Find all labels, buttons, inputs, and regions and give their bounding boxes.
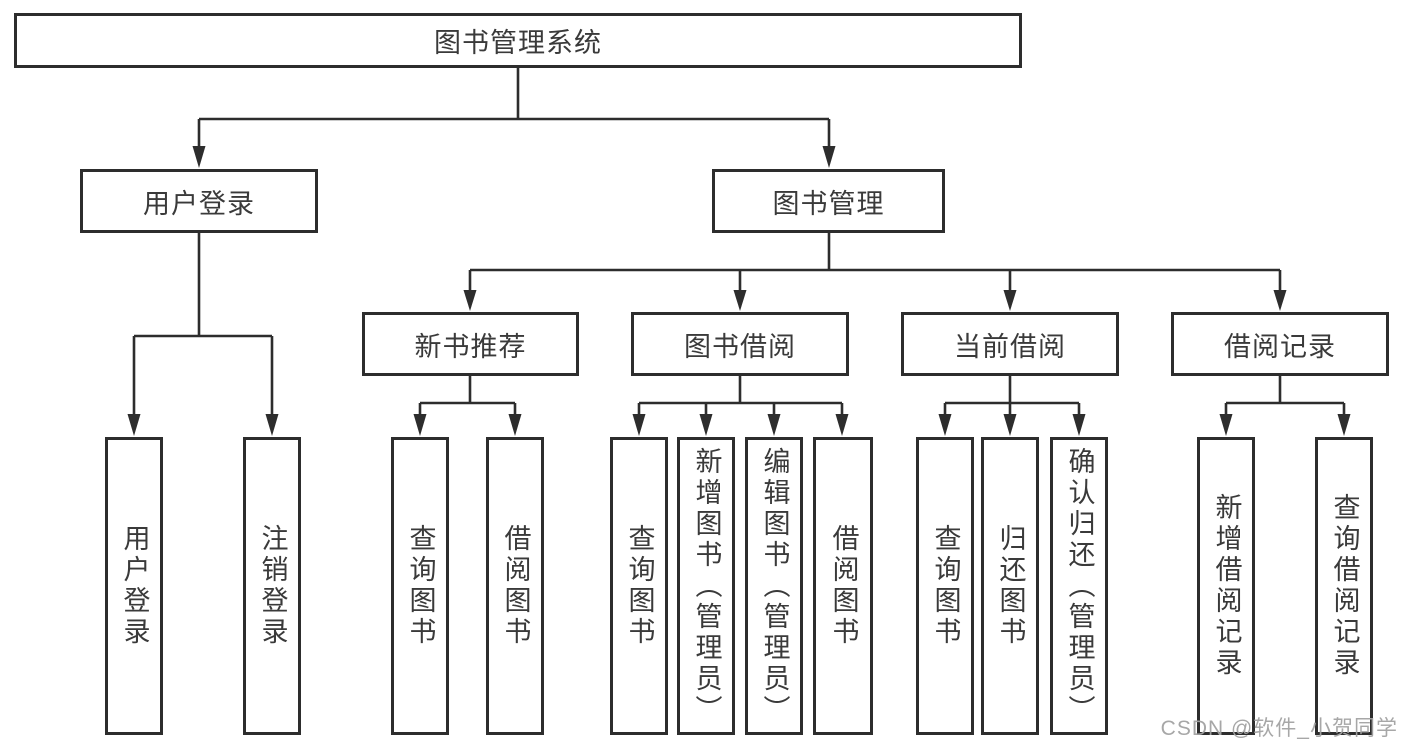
connector-current-to-leaves	[938, 376, 1086, 436]
leaf-recommend-query-books: 查询图书	[391, 437, 449, 735]
node-book-management: 图书管理	[712, 169, 945, 233]
node-book-management-label: 图书管理	[772, 188, 885, 219]
node-system-root: 图书管理系统	[14, 13, 1022, 68]
leaf-borrow-borrow-books-label: 借阅图书	[828, 524, 859, 648]
node-new-book-recommend-label: 新书推荐	[414, 331, 527, 362]
leaf-borrow-borrow-books: 借阅图书	[813, 437, 873, 735]
connector-login-to-leaves	[127, 233, 279, 436]
connector-records-to-leaves	[1219, 376, 1351, 436]
leaf-logout-label: 注销登录	[257, 524, 288, 648]
leaf-query-borrow-record: 查询借阅记录	[1315, 437, 1373, 735]
leaf-logout: 注销登录	[243, 437, 301, 735]
node-book-borrow: 图书借阅	[631, 312, 849, 376]
leaf-edit-book-admin-label: 编辑图书（管理员）	[759, 446, 790, 726]
leaf-current-query-books: 查询图书	[916, 437, 974, 735]
connector-root-to-level2	[192, 68, 836, 168]
node-system-root-label: 图书管理系统	[434, 28, 602, 58]
leaf-recommend-borrow-books-label: 借阅图书	[500, 524, 531, 648]
connector-management-to-sections	[463, 233, 1287, 311]
node-borrow-records-label: 借阅记录	[1224, 331, 1336, 362]
node-new-book-recommend: 新书推荐	[362, 312, 579, 376]
leaf-add-borrow-record: 新增借阅记录	[1197, 437, 1255, 735]
leaf-edit-book-admin: 编辑图书（管理员）	[745, 437, 803, 735]
leaf-borrow-query-books: 查询图书	[610, 437, 668, 735]
leaf-return-book-label: 归还图书	[995, 524, 1026, 648]
leaf-recommend-borrow-books: 借阅图书	[486, 437, 544, 735]
leaf-return-book: 归还图书	[981, 437, 1039, 735]
leaf-user-login-label: 用户登录	[119, 524, 150, 648]
leaf-current-query-books-label: 查询图书	[930, 524, 961, 648]
leaf-confirm-return-admin: 确认归还（管理员）	[1050, 437, 1108, 735]
leaf-query-borrow-record-label: 查询借阅记录	[1329, 493, 1360, 679]
node-book-borrow-label: 图书借阅	[684, 331, 796, 362]
node-current-borrow: 当前借阅	[901, 312, 1119, 376]
leaf-recommend-query-books-label: 查询图书	[405, 524, 436, 648]
node-user-login-label: 用户登录	[143, 188, 255, 219]
leaf-add-book-admin: 新增图书（管理员）	[677, 437, 735, 735]
node-borrow-records: 借阅记录	[1171, 312, 1389, 376]
leaf-add-book-admin-label: 新增图书（管理员）	[691, 446, 722, 726]
node-user-login: 用户登录	[80, 169, 318, 233]
leaf-user-login: 用户登录	[105, 437, 163, 735]
node-current-borrow-label: 当前借阅	[954, 331, 1066, 362]
leaf-add-borrow-record-label: 新增借阅记录	[1211, 493, 1242, 679]
connector-newbook-to-leaves	[413, 376, 522, 436]
connector-borrow-to-leaves	[632, 376, 849, 436]
leaf-confirm-return-admin-label: 确认归还（管理员）	[1064, 446, 1095, 726]
leaf-borrow-query-books-label: 查询图书	[624, 524, 655, 648]
